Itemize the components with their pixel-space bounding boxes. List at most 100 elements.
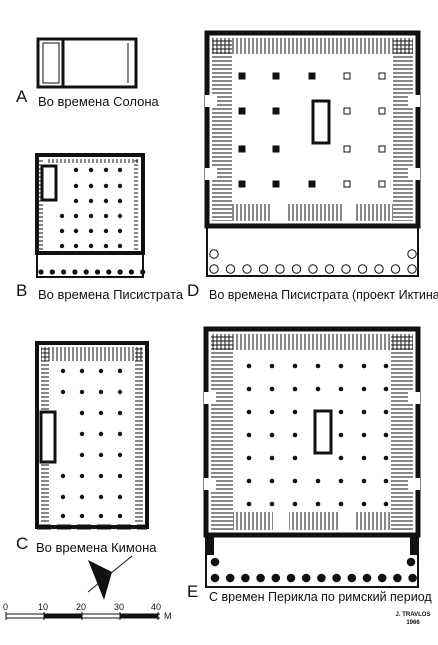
- column-dot: [269, 386, 275, 392]
- scale-tick-0: 0: [3, 602, 9, 612]
- column-dot: [338, 478, 344, 484]
- column-dot: [117, 243, 123, 249]
- portico-column: [242, 264, 252, 274]
- column-dot: [338, 455, 344, 461]
- plan-b-letter: B: [16, 281, 28, 300]
- portico-column: [106, 269, 112, 275]
- column-dot: [79, 368, 85, 374]
- column-dot: [361, 455, 367, 461]
- column-dot: [246, 455, 252, 461]
- column-dot: [292, 386, 298, 392]
- portico-column: [256, 573, 265, 583]
- portico-column: [408, 573, 417, 583]
- column-square: [272, 72, 280, 80]
- portico-column: [225, 573, 235, 583]
- plan-b-columns: [59, 167, 123, 249]
- portico-column: [61, 269, 67, 275]
- column-dot: [338, 432, 344, 438]
- scale-tick-10: 10: [38, 602, 49, 612]
- column-dot: [98, 368, 104, 374]
- portico-column: [407, 264, 417, 274]
- column-dot: [88, 228, 94, 234]
- column-dot: [117, 167, 123, 173]
- plan-b-caption: Во времена Писистрата: [38, 287, 184, 302]
- column-dot: [117, 473, 123, 479]
- column-dot: [361, 363, 367, 369]
- column-dot: [117, 410, 123, 416]
- plan-e-columns: [246, 363, 389, 507]
- column-dot: [246, 386, 252, 392]
- column-dot: [269, 478, 275, 484]
- column-dot: [269, 432, 275, 438]
- column-dot: [361, 409, 367, 415]
- column-dot: [383, 386, 389, 392]
- column-dot: [246, 432, 252, 438]
- column-dot: [117, 228, 123, 234]
- column-dot: [79, 473, 85, 479]
- portico-column: [341, 264, 351, 274]
- portico-column: [362, 573, 372, 583]
- column-dot: [361, 501, 367, 507]
- column-dot: [383, 363, 389, 369]
- plan-e-caption: С времен Перикла по римский период: [209, 590, 432, 604]
- column-dot: [117, 431, 123, 437]
- column-dot: [88, 213, 94, 219]
- column-dot: [269, 501, 275, 507]
- column-dot: [117, 368, 123, 374]
- column-dot: [117, 452, 123, 458]
- column-dot: [117, 213, 123, 219]
- column-square: [343, 180, 351, 188]
- column-dot: [361, 386, 367, 392]
- portico-column: [377, 573, 387, 583]
- column-dot: [98, 431, 104, 437]
- plan-c-letter: C: [16, 534, 29, 553]
- plan-d-columns: [238, 72, 386, 188]
- portico-column: [271, 573, 281, 583]
- column-dot: [269, 455, 275, 461]
- portico-column: [357, 264, 368, 274]
- plan-d: [204, 30, 421, 277]
- scale-tick-40: 40: [151, 602, 162, 612]
- scale-tick-30: 30: [114, 602, 125, 612]
- column-dot: [383, 432, 389, 438]
- column-dot: [315, 478, 321, 484]
- column-square: [272, 145, 280, 153]
- column-dot: [246, 409, 252, 415]
- column-dot: [88, 167, 94, 173]
- column-dot: [73, 167, 79, 173]
- column-dot: [98, 513, 104, 519]
- column-dot: [117, 494, 123, 500]
- column-dot: [60, 513, 66, 519]
- column-dot: [79, 513, 85, 519]
- column-dot: [383, 501, 389, 507]
- column-dot: [103, 198, 109, 204]
- column-dot: [315, 501, 321, 507]
- column-square: [272, 180, 280, 188]
- plan-e-letter: E: [187, 582, 199, 601]
- column-dot: [315, 363, 321, 369]
- column-square: [343, 72, 351, 80]
- column-dot: [60, 473, 66, 479]
- column-dot: [117, 389, 123, 395]
- column-square: [238, 145, 246, 153]
- column-dot: [60, 389, 66, 395]
- portico-column: [94, 269, 101, 275]
- portico-column: [317, 573, 326, 583]
- portico-column: [301, 573, 311, 583]
- column-dot: [361, 478, 367, 484]
- plan-e: [203, 326, 421, 588]
- column-dot: [338, 386, 344, 392]
- portico-column: [241, 573, 250, 583]
- column-dot: [338, 363, 344, 369]
- column-dot: [103, 228, 109, 234]
- column-dot: [59, 228, 65, 234]
- column-dot: [79, 389, 85, 395]
- scale-unit: M: [164, 611, 172, 621]
- column-square: [308, 72, 316, 80]
- portico-column: [117, 269, 123, 275]
- plan-d-caption: Во времена Писистрата (проект Иктина): [209, 288, 438, 302]
- column-dot: [73, 198, 79, 204]
- column-dot: [98, 494, 104, 500]
